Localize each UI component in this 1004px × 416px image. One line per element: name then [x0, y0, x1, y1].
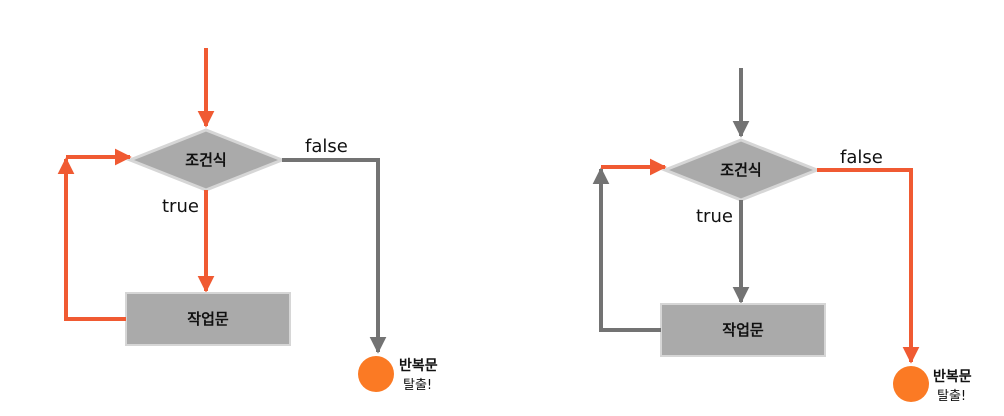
exit-circle: [358, 356, 394, 392]
flowchart-false-branch: 조건식 true 작업문 false 반복문 탈출!: [592, 68, 972, 404]
condition-label: 조건식: [720, 161, 761, 179]
body-label: 작업문: [722, 321, 764, 339]
body-box: [125, 292, 291, 346]
exit-label-main: 반복문: [933, 368, 972, 385]
condition-label: 조건식: [185, 151, 226, 169]
loop-back-path: [592, 167, 661, 332]
body-label: 작업문: [187, 310, 229, 328]
true-label: true: [162, 196, 199, 217]
body-box: [660, 303, 826, 357]
false-arrow: [817, 168, 920, 364]
true-label: true: [696, 206, 733, 227]
false-label: false: [305, 136, 348, 157]
loop-back-path: [57, 157, 126, 321]
false-label: false: [840, 147, 883, 168]
flowchart-true-branch: 조건식 true 작업문 false 반복문 탈출!: [57, 48, 438, 393]
exit-label-sub: 탈출!: [403, 378, 432, 393]
false-arrow: [282, 158, 387, 354]
exit-label-sub: 탈출!: [937, 389, 966, 404]
exit-circle: [893, 366, 929, 402]
exit-label-main: 반복문: [399, 357, 438, 374]
